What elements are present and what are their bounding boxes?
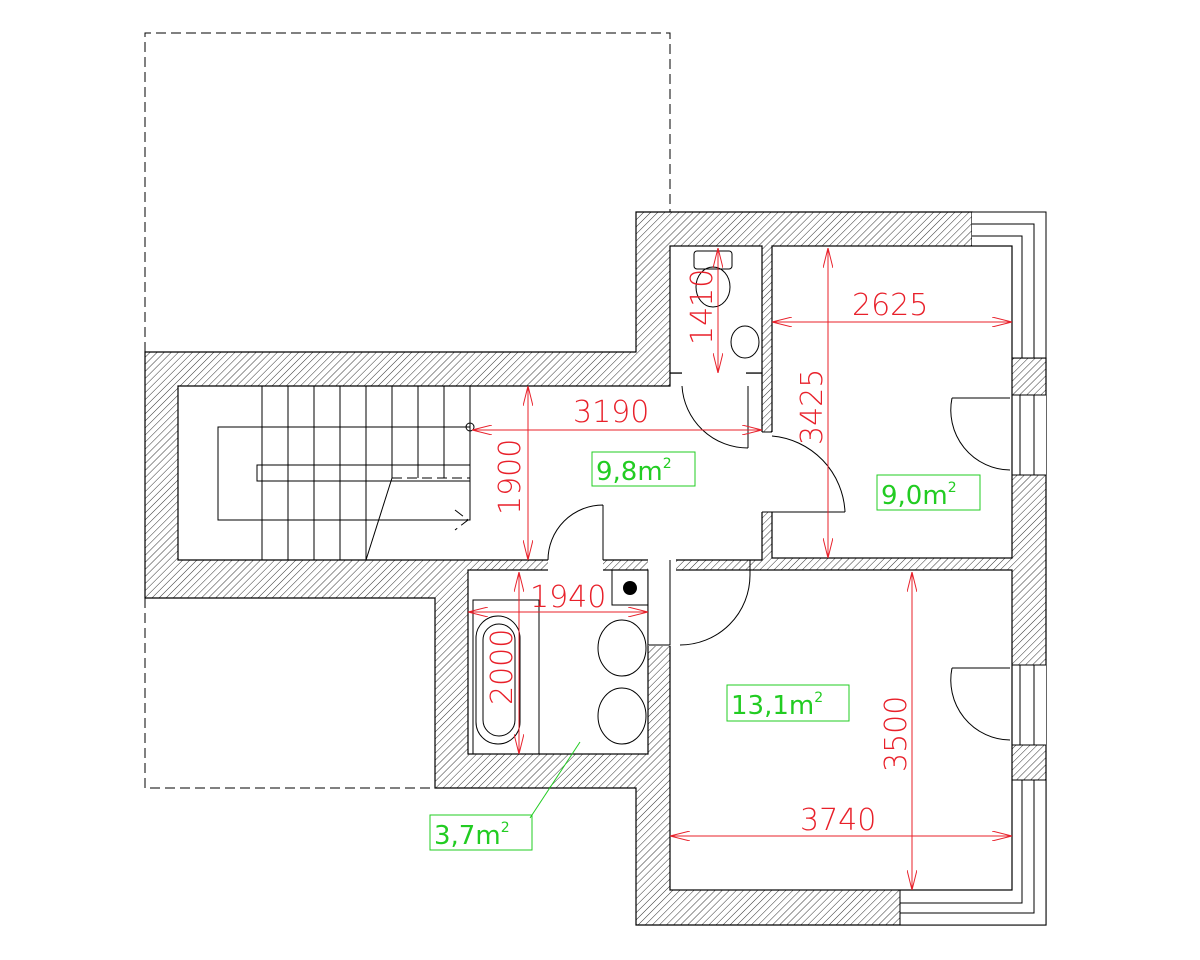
dim-bedroom1-length: 3425 bbox=[795, 369, 830, 445]
dim-hall-width: 3190 bbox=[573, 395, 649, 430]
svg-text:9,8m2: 9,8m2 bbox=[596, 456, 672, 487]
dimension-lines bbox=[468, 248, 1012, 890]
dashed-outline-bottom bbox=[144, 598, 435, 789]
area-label-bedroom2: 13,1m2 bbox=[726, 684, 850, 722]
bedroom-2 bbox=[669, 569, 1013, 891]
area-label-bathroom: 3,7m2 bbox=[429, 814, 533, 851]
dim-bedroom2-length: 3500 bbox=[879, 696, 914, 772]
staircase bbox=[217, 386, 475, 561]
dim-bath-width: 1940 bbox=[530, 580, 606, 615]
dim-bath-length: 2000 bbox=[485, 629, 520, 705]
bathroom bbox=[467, 569, 649, 755]
dashed-outline-top bbox=[144, 32, 671, 352]
area-label-hall: 9,8m2 bbox=[591, 451, 696, 487]
svg-text:3,7m2: 3,7m2 bbox=[434, 820, 510, 851]
windows bbox=[899, 211, 1047, 926]
dim-hall-depth: 1900 bbox=[493, 439, 528, 515]
dim-wc-length: 1410 bbox=[685, 269, 720, 345]
doors bbox=[547, 385, 1011, 741]
dim-bedroom1-width: 2625 bbox=[852, 288, 928, 323]
svg-text:9,0m2: 9,0m2 bbox=[881, 480, 957, 511]
area-label-bedroom1: 9,0m2 bbox=[876, 474, 981, 511]
svg-text:13,1m2: 13,1m2 bbox=[731, 690, 823, 721]
dim-bedroom2-width: 3740 bbox=[800, 803, 876, 838]
bedroom-1 bbox=[771, 245, 1013, 559]
